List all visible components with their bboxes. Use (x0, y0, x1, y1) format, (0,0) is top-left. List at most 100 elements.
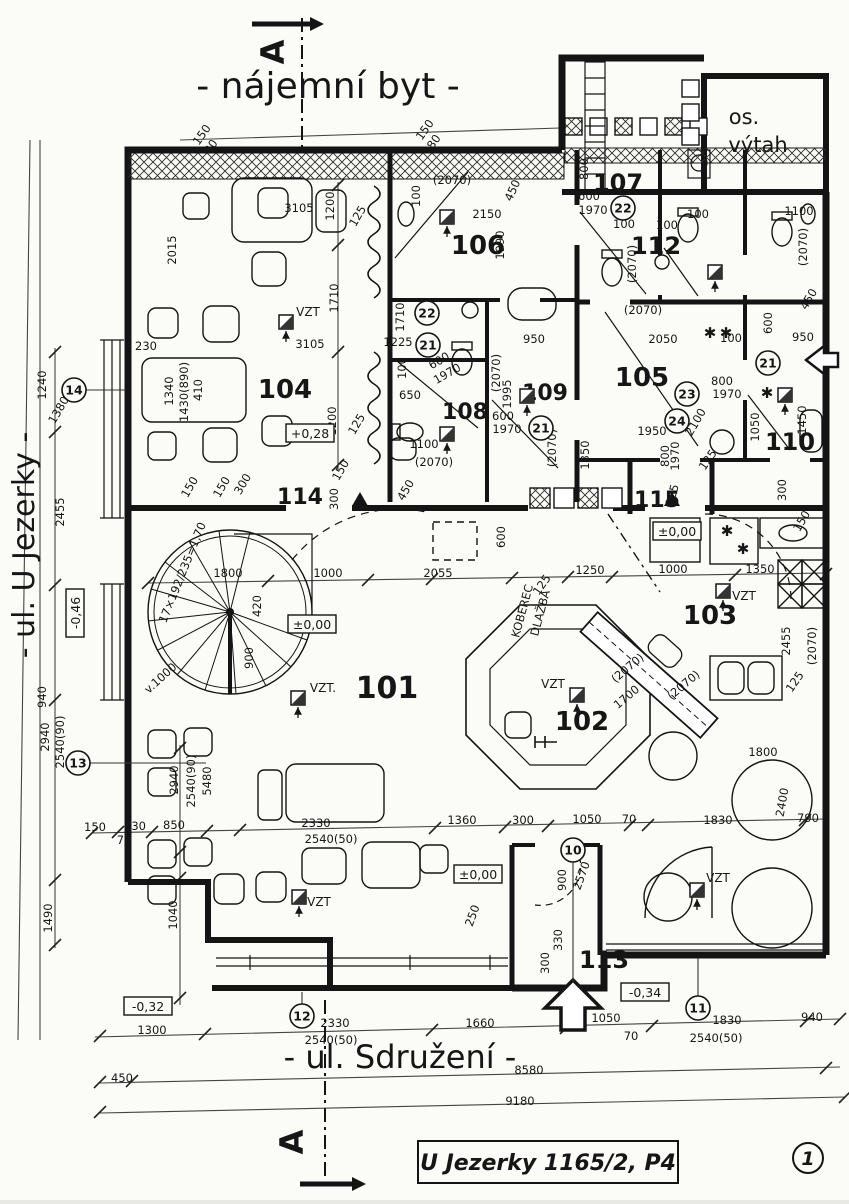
dimension-label: 3105 (284, 201, 313, 215)
dimension-label: 850 (163, 818, 185, 832)
dimension-label: 800 (711, 374, 733, 388)
reference-number: 14 (65, 383, 83, 398)
dimension-label: 1225 (383, 335, 412, 349)
dimension-label: 2150 (472, 207, 501, 221)
dimension-label: (2070) (489, 354, 503, 392)
room-number: 103 (683, 601, 737, 631)
dimension-label: 450 (797, 286, 820, 312)
dimension-label: 1350 (578, 440, 592, 469)
dimension-label: 1360 (447, 813, 476, 827)
dimension-label: 2940 (167, 765, 181, 794)
reference-number: 21 (532, 421, 549, 436)
circled-reference: 23 (674, 381, 700, 407)
dimension-label: 1970 (492, 422, 521, 436)
circled-reference: 21 (528, 415, 554, 441)
dimension-label: 1040 (166, 900, 180, 929)
dimension-label: 2455 (53, 497, 67, 526)
checker-squares (529, 79, 708, 509)
dimension-label: (2070) (796, 228, 810, 266)
sanitary-fixtures (389, 201, 823, 461)
room-number: 106 (451, 231, 505, 261)
dimension-label: 900 (242, 647, 256, 669)
dimension-label: 1830 (712, 1013, 741, 1027)
elevation-value: -0,32 (132, 999, 164, 1014)
star-symbols: ✱✱✱✱✱ (704, 324, 774, 558)
vzt-label: VZT (307, 895, 331, 909)
exterior-wall-hatch (127, 147, 827, 180)
dimension-label: 70 (624, 1029, 639, 1043)
room-number: 110 (765, 428, 815, 456)
dimension-label: (2070) (415, 455, 453, 469)
street-and-dimension-lines (17, 127, 846, 1114)
circled-reference: 21 (755, 350, 781, 376)
room-number: 113 (579, 946, 629, 974)
elevation-value: ±0,00 (293, 617, 331, 632)
dimension-label: 2015 (165, 235, 179, 264)
dimension-label: 1050 (591, 1011, 620, 1025)
page-number: 1 (801, 1148, 814, 1170)
dimension-label: 2540(50) (305, 832, 358, 846)
vzt-marker-icon (707, 264, 723, 292)
dimension-label: 1970 (668, 441, 682, 470)
elevation-mark: -0,32 (123, 996, 173, 1016)
dimension-label: 410 (191, 379, 205, 401)
spiral-staircase (147, 529, 313, 695)
elevation-value: ±0,00 (658, 524, 696, 539)
dimension-label: 1710 (327, 283, 341, 312)
elevation-value: ±0,00 (459, 867, 497, 882)
dimension-label: 1340 (162, 376, 176, 405)
dimension-label: 17×192/235=1,70 (156, 520, 209, 625)
room-number: 112 (631, 232, 681, 260)
stove-star-icon: ✱ (720, 324, 733, 342)
room-number: 102 (555, 707, 609, 737)
circled-reference: 13 (65, 750, 91, 776)
dimension-label: 125 (345, 411, 368, 437)
vzt-marker-icon: VZT (689, 871, 731, 910)
dimension-label: 1350 (745, 562, 774, 576)
reference-number: 11 (689, 1001, 706, 1016)
dimension-label: 1660 (465, 1016, 494, 1030)
dimension-label: 420 (250, 595, 264, 617)
reference-number: 12 (293, 1009, 310, 1024)
dimension-label: 2540(50) (305, 1033, 358, 1047)
dimension-label: 1300 (137, 1023, 166, 1037)
room-number: 105 (615, 363, 669, 393)
dimension-label: 100 (720, 331, 742, 345)
elevation-mark: -0,46 (65, 588, 85, 638)
reference-number: 13 (69, 756, 86, 771)
elevation-value: -0,46 (68, 597, 83, 629)
dimension-label: 950 (523, 332, 545, 346)
dimension-label: 2540(90) (53, 716, 67, 769)
dimension-label: 150 (178, 474, 201, 500)
dimension-label: 1800 (748, 745, 777, 759)
room-number: 101 (356, 671, 419, 706)
dimension-label: 1050 (572, 812, 601, 826)
dimension-label: 80 (201, 137, 221, 157)
dimension-label: 900 (555, 869, 569, 891)
room-number: 115 (634, 488, 680, 513)
stove-star-icon: ✱ (704, 324, 717, 342)
dimension-label: 950 (792, 330, 814, 344)
dimension-label: 450 (394, 477, 417, 503)
dimension-label: 300 (775, 479, 789, 501)
dimension-label: 940 (801, 1010, 823, 1024)
stove-star-icon: ✱ (761, 384, 774, 402)
vzt-marker-icon: VZT (278, 305, 321, 342)
room-number: 104 (258, 375, 312, 405)
dimension-label: 2940 (38, 722, 52, 751)
door-symbols (291, 171, 792, 919)
dimension-label: 100 (687, 207, 709, 221)
section-letter-top: A (254, 39, 292, 64)
vzt-label: VZT (296, 305, 320, 319)
dimension-label: 70 (622, 812, 637, 826)
dimension-label: 125 (696, 447, 720, 473)
dimension-label: 2055 (423, 566, 452, 580)
dimension-label: 2400 (773, 787, 792, 818)
vzt-marker-icon (439, 426, 455, 454)
dimension-label: 1100 (784, 204, 813, 218)
vzt-label: VZT. (310, 681, 336, 695)
window-symbols (100, 339, 824, 970)
